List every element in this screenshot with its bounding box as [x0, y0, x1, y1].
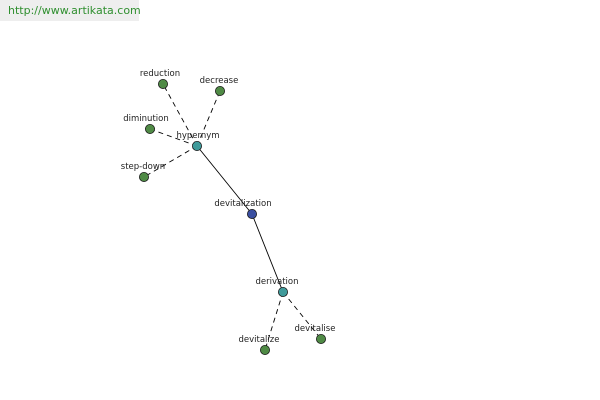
node-step-down[interactable] — [138, 171, 149, 182]
edge-devitalization-hypernym — [196, 145, 253, 215]
node-decrease[interactable] — [214, 86, 225, 97]
node-label-diminution[interactable]: diminution — [123, 114, 168, 124]
node-devitalize[interactable] — [259, 344, 270, 355]
node-label-reduction[interactable]: reduction — [140, 69, 180, 79]
node-diminution[interactable] — [144, 124, 155, 135]
site-url-link[interactable]: http://www.artikata.com — [8, 4, 141, 17]
node-label-derivation[interactable]: derivation — [255, 277, 298, 287]
node-label-step-down[interactable]: step-down — [121, 162, 165, 172]
node-label-devitalize[interactable]: devitalize — [239, 335, 280, 345]
node-hypernym[interactable] — [191, 140, 202, 151]
node-devitalization[interactable] — [246, 208, 257, 219]
node-label-devitalization[interactable]: devitalization — [214, 199, 271, 209]
edge-hypernym-decrease — [196, 90, 221, 147]
edge-hypernym-step-down — [143, 145, 198, 178]
edge-derivation-devitalize — [264, 291, 284, 351]
node-label-hypernym[interactable]: hypernym — [176, 131, 219, 141]
graph-labels: devitalization hypernym derivation reductio… — [121, 69, 336, 345]
node-label-decrease[interactable]: decrease — [200, 76, 239, 86]
edge-hypernym-reduction — [162, 83, 198, 147]
url-banner: http://www.artikata.com — [0, 0, 141, 21]
node-reduction[interactable] — [157, 79, 168, 90]
node-derivation[interactable] — [277, 286, 288, 297]
node-devitalise[interactable] — [315, 333, 326, 344]
graph-edges — [143, 83, 322, 351]
graph-nodes — [138, 79, 326, 355]
edge-derivation-devitalise — [282, 291, 322, 340]
edge-devitalization-derivation — [251, 213, 284, 293]
node-label-devitalise[interactable]: devitalise — [295, 324, 336, 334]
